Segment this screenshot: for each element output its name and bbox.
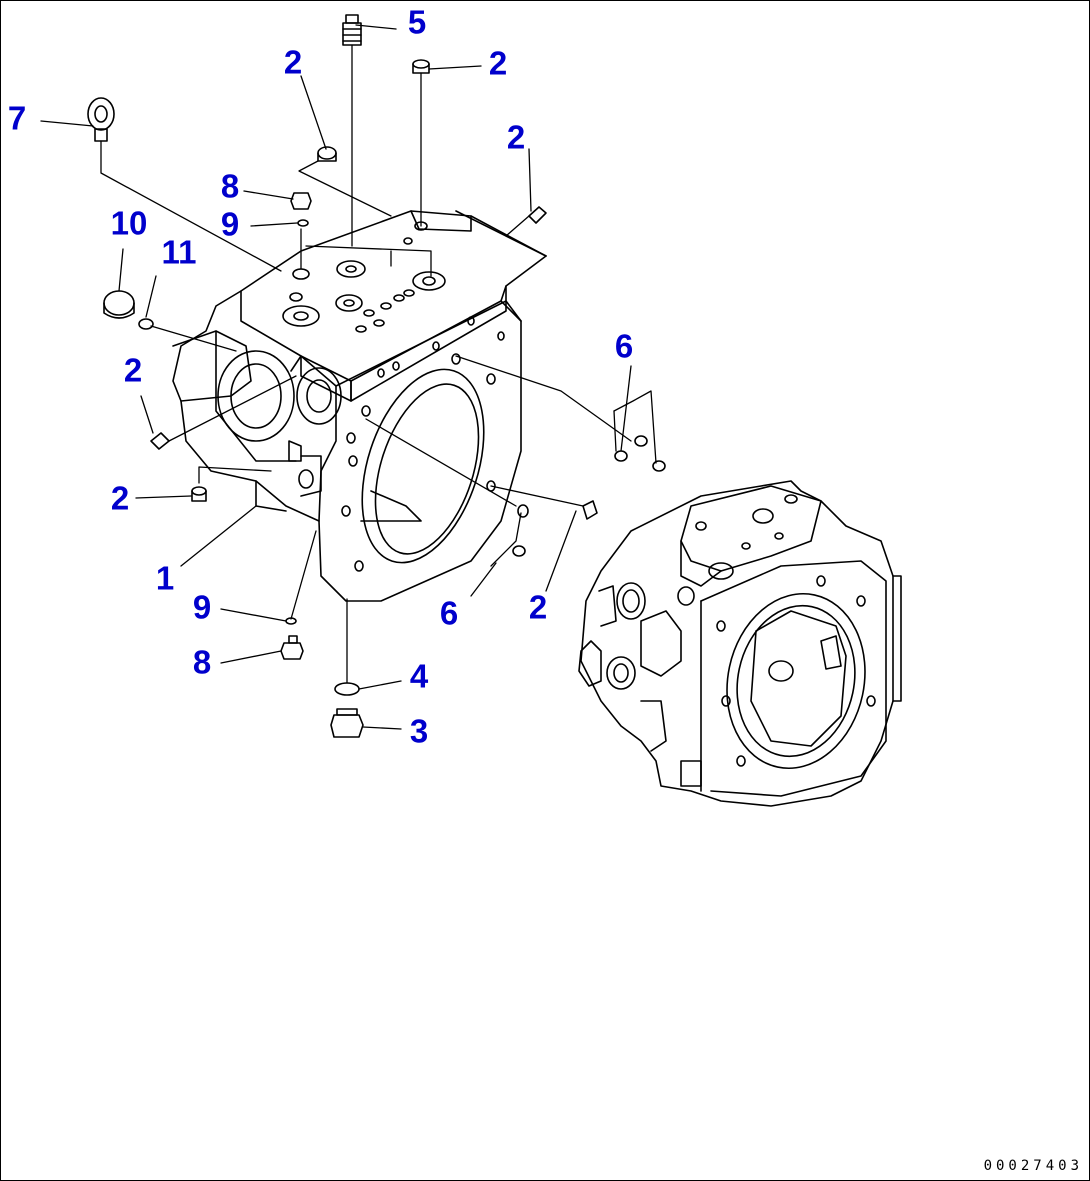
callout-2: 2 [110, 479, 130, 517]
callout-10: 10 [110, 204, 148, 242]
callout-2: 2 [506, 118, 526, 156]
pump-housing-drawing [172, 210, 547, 602]
callout-11: 11 [161, 233, 197, 271]
callout-5: 5 [407, 3, 427, 41]
callout-2: 2 [283, 43, 303, 81]
callout-4: 4 [409, 657, 429, 695]
callout-1: 1 [155, 559, 175, 597]
drawing-number: 00027403 [983, 1158, 1083, 1174]
callout-2: 2 [488, 44, 508, 82]
callout-2: 2 [528, 588, 548, 626]
leader-lines [40, 24, 657, 730]
callout-6: 6 [614, 327, 634, 365]
callout-9: 9 [220, 205, 240, 243]
callout-9: 9 [192, 588, 212, 626]
callout-6: 6 [439, 594, 459, 632]
loose-parts-drawing [87, 14, 666, 738]
callout-7: 7 [7, 99, 27, 137]
callout-8: 8 [220, 167, 240, 205]
callout-3: 3 [409, 712, 429, 750]
callout-2: 2 [123, 351, 143, 389]
callout-8: 8 [192, 643, 212, 681]
assembled-pump-drawing [578, 480, 902, 807]
